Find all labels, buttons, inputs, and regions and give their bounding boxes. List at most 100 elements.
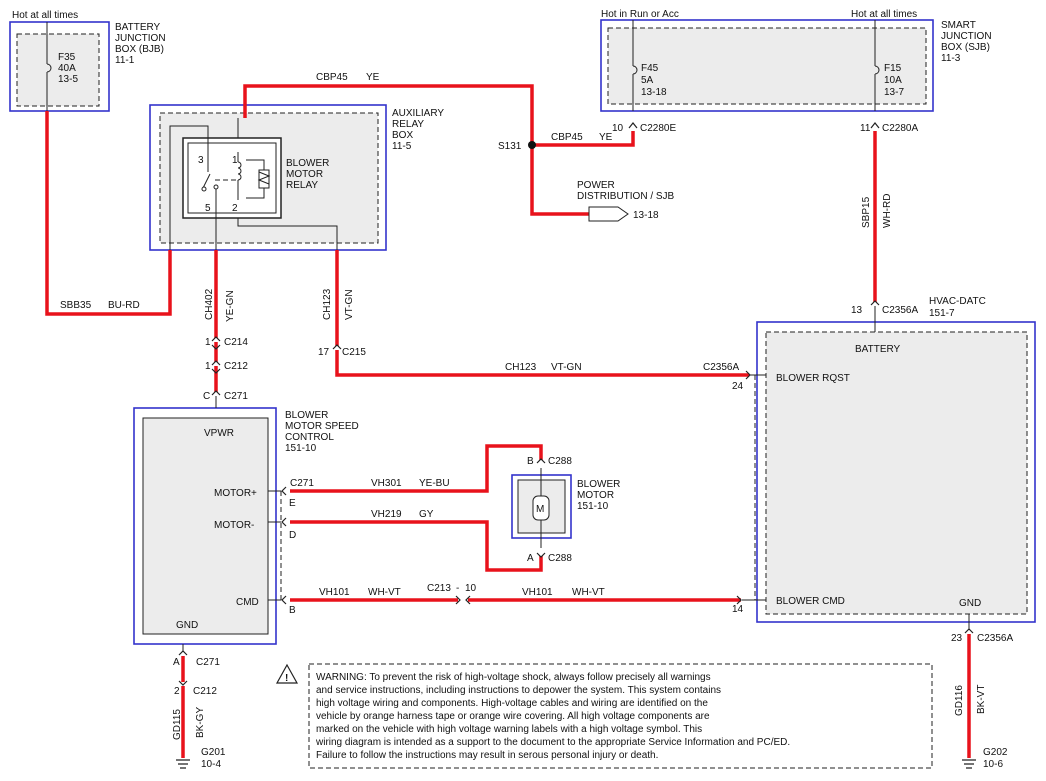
relay-pin-1: 1 bbox=[232, 155, 238, 166]
hvac-datc-module bbox=[756, 321, 1036, 623]
relay-pin-5: 5 bbox=[205, 203, 211, 214]
sjb-run-acc-label: Hot in Run or Acc bbox=[601, 9, 679, 20]
vh101-b-id: VH101 bbox=[522, 587, 553, 598]
hvac-blower-cmd: BLOWER CMD bbox=[776, 596, 845, 607]
c2356a-gnd-pin: 23 bbox=[951, 633, 963, 644]
warning-box bbox=[308, 663, 933, 769]
sjb-name-1: SMART bbox=[941, 20, 976, 31]
bjb-hot-label: Hot at all times bbox=[12, 10, 78, 21]
ground-symbol-g202 bbox=[962, 759, 976, 769]
ground-symbol-g201 bbox=[176, 759, 190, 769]
bjb-fuse-ref: 13-5 bbox=[58, 74, 78, 85]
blower-motor-speed-control bbox=[133, 407, 277, 645]
relay-box-name-2: RELAY bbox=[392, 119, 424, 130]
splice-s131 bbox=[528, 141, 536, 149]
sjb-name-3: BOX (SJB) bbox=[941, 42, 990, 53]
cbp45-top-id: CBP45 bbox=[316, 72, 348, 83]
motor-name-2: MOTOR bbox=[577, 490, 614, 501]
sjb-fuse-a-ref: 13-18 bbox=[641, 87, 667, 98]
relay-box-name-3: BOX bbox=[392, 130, 413, 141]
relay-pin-3: 3 bbox=[198, 155, 204, 166]
bjb-fuse-rating: 40A bbox=[58, 63, 76, 74]
g202-id: G202 bbox=[983, 747, 1008, 758]
speed-control-name-2: MOTOR SPEED bbox=[285, 421, 359, 432]
motor-name-1: BLOWER bbox=[577, 479, 620, 490]
warning-icon bbox=[275, 663, 299, 684]
c212-top-pin: 1 bbox=[205, 361, 211, 372]
c212-gnd-pin: 2 bbox=[174, 686, 180, 697]
ch123-h-color: VT-GN bbox=[551, 362, 582, 373]
wire-vh301 bbox=[290, 444, 543, 493]
speed-control-name-1: BLOWER bbox=[285, 410, 328, 421]
hvac-blower-rqst: BLOWER RQST bbox=[776, 373, 850, 384]
speed-control-ref: 151-10 bbox=[285, 443, 317, 454]
sjb-ref: 11-3 bbox=[941, 53, 961, 64]
wire-vh219 bbox=[290, 520, 543, 572]
sbb35-color: BU-RD bbox=[108, 300, 140, 311]
motor-ref: 151-10 bbox=[577, 501, 609, 512]
c2356a-top-pin: 13 bbox=[851, 305, 863, 316]
speed-control-cmd: CMD bbox=[236, 597, 259, 608]
ch123-v-color: VT-GN bbox=[344, 289, 355, 320]
warning-line-6: wiring diagram is intended as a support … bbox=[315, 737, 790, 748]
relay-box-ref: 11-5 bbox=[392, 141, 412, 152]
relay-box-name-1: AUXILIARY bbox=[392, 108, 444, 119]
c271-gnd-pin: A bbox=[173, 657, 180, 668]
c215-id: C215 bbox=[342, 347, 366, 358]
bjb-name-3: BOX (BJB) bbox=[115, 44, 164, 55]
hvac-battery: BATTERY bbox=[855, 344, 901, 355]
sjb-fuse-b-id: F15 bbox=[884, 63, 902, 74]
c288-b-id: C288 bbox=[548, 456, 572, 467]
wire-cbp45-splice bbox=[532, 131, 635, 147]
cbp45-top-color: YE bbox=[366, 72, 380, 83]
warning-line-3: high voltage wiring and components. High… bbox=[316, 698, 708, 709]
vh301-color: YE-BU bbox=[419, 478, 450, 489]
vh301-id: VH301 bbox=[371, 478, 402, 489]
power-dist-line-1: POWER bbox=[577, 180, 615, 191]
speed-control-name-3: CONTROL bbox=[285, 432, 334, 443]
speed-control-vpwr: VPWR bbox=[204, 428, 234, 439]
blower-motor-relay bbox=[169, 118, 338, 250]
sjb-hot-label: Hot at all times bbox=[851, 9, 917, 20]
c2356a-rqst-pin: 24 bbox=[732, 381, 744, 392]
vh219-color: GY bbox=[419, 509, 434, 520]
sjb-fuse-a-rating: 5A bbox=[641, 75, 654, 86]
bjb-name-1: BATTERY bbox=[115, 22, 161, 33]
warning-line-7: Failure to follow the instructions may r… bbox=[316, 750, 658, 761]
bjb-name-2: JUNCTION bbox=[115, 33, 166, 44]
c271-pin-b: B bbox=[289, 605, 296, 616]
wires bbox=[45, 84, 971, 758]
c288-a-pin: A bbox=[527, 553, 534, 564]
smart-junction-box bbox=[600, 19, 934, 112]
bjb-fuse-id: F35 bbox=[58, 52, 76, 63]
sbp15-color: WH-RD bbox=[882, 194, 893, 228]
c271-gnd-id: C271 bbox=[196, 657, 220, 668]
vh101-a-id: VH101 bbox=[319, 587, 350, 598]
sjb-fuse-b-ref: 13-7 bbox=[884, 87, 904, 98]
power-dist-line-2: DISTRIBUTION / SJB bbox=[577, 191, 675, 202]
power-distribution-arrow bbox=[588, 206, 629, 222]
relay-name-1: BLOWER bbox=[286, 158, 329, 169]
c2356a-gnd-id: C2356A bbox=[977, 633, 1013, 644]
c2356a-cmd-pin: 14 bbox=[732, 604, 744, 615]
relay-name-3: RELAY bbox=[286, 180, 318, 191]
c213-pin: 10 bbox=[465, 583, 477, 594]
gd115-id: GD115 bbox=[172, 709, 183, 740]
wire-power-dist bbox=[530, 145, 589, 216]
vh219-id: VH219 bbox=[371, 509, 402, 520]
hvac-name: HVAC-DATC bbox=[929, 296, 986, 307]
wire-cbp45-top bbox=[243, 84, 534, 145]
hvac-gnd: GND bbox=[959, 598, 981, 609]
c2356a-rqst-id: C2356A bbox=[703, 362, 739, 373]
c214-id: C214 bbox=[224, 337, 248, 348]
warning-line-2: and service instructions, including inst… bbox=[316, 685, 721, 696]
gd115-color: BK-GY bbox=[195, 707, 206, 738]
relay-name-2: MOTOR bbox=[286, 169, 323, 180]
c213-sep: - bbox=[456, 583, 459, 594]
vh101-b-color: WH-VT bbox=[572, 587, 605, 598]
c288-a-id: C288 bbox=[548, 553, 572, 564]
c214-pin: 1 bbox=[205, 337, 211, 348]
wire-sbb35 bbox=[45, 111, 172, 316]
cbp45-splice-id: CBP45 bbox=[551, 132, 583, 143]
